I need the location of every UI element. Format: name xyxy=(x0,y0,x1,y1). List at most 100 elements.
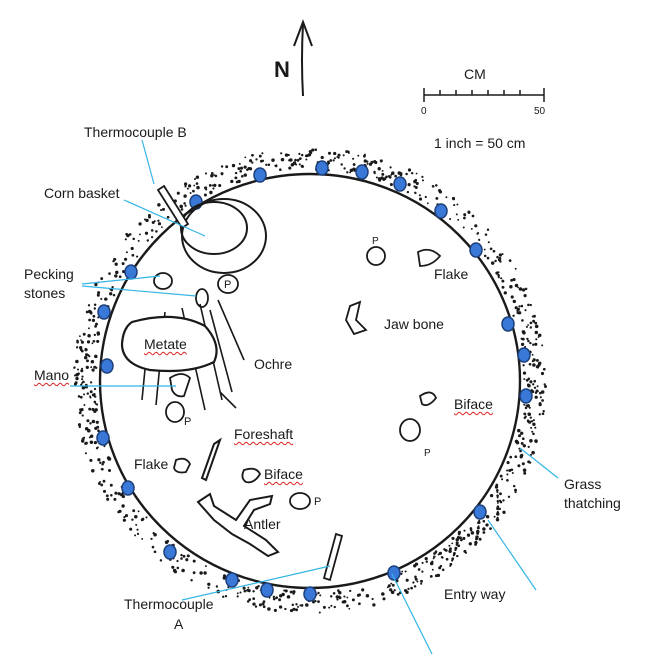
stipple-dot xyxy=(468,542,472,546)
stipple-dot xyxy=(529,380,533,384)
stipple-dot xyxy=(273,608,277,612)
stipple-dot xyxy=(81,414,84,417)
stipple-dot xyxy=(86,392,90,395)
stipple-dot xyxy=(487,241,490,244)
stipple-dot xyxy=(94,366,98,370)
stipple-dot xyxy=(327,160,330,164)
stipple-dot xyxy=(239,591,242,594)
stipple-dot xyxy=(94,354,98,359)
stipple-dot xyxy=(230,179,234,184)
stipple-dot xyxy=(314,148,318,151)
stipple-dot xyxy=(278,168,282,172)
stipple-dot xyxy=(532,314,536,318)
stipple-dot xyxy=(532,419,535,422)
stipple-dot xyxy=(349,589,352,593)
stipple-dot xyxy=(105,494,109,498)
stipple-dot xyxy=(520,441,524,445)
stipple-dot xyxy=(523,403,526,406)
stipple-dot xyxy=(94,325,97,328)
wall-post xyxy=(225,572,239,588)
stipple-dot xyxy=(211,184,214,187)
grass-thatching-stipple xyxy=(73,148,547,614)
stipple-dot xyxy=(537,336,540,338)
stipple-dot xyxy=(477,520,481,525)
stipple-dot xyxy=(407,182,411,187)
thermocouple-a-probe xyxy=(322,532,344,582)
wall-post xyxy=(124,264,138,280)
stipple-dot xyxy=(438,551,443,555)
stipple-dot xyxy=(79,346,83,350)
stipple-dot xyxy=(407,168,412,172)
wall-post xyxy=(97,304,111,320)
stipple-dot xyxy=(540,390,545,394)
stipple-dot xyxy=(522,444,526,448)
stipple-dot xyxy=(244,156,247,159)
stipple-dot xyxy=(335,595,339,599)
stipple-dot xyxy=(510,278,513,282)
north-label: N xyxy=(274,57,290,82)
stipple-dot xyxy=(150,235,154,239)
stipple-dot xyxy=(89,458,93,462)
stipple-dot xyxy=(424,556,428,561)
stipple-dot xyxy=(87,327,90,330)
stipple-dot xyxy=(532,343,535,346)
stipple-dot xyxy=(295,163,298,166)
stipple-dot xyxy=(410,171,414,175)
stipple-dot xyxy=(511,472,514,474)
stipple-dot xyxy=(531,450,535,455)
stipple-dot xyxy=(512,484,516,488)
stipple-dot xyxy=(93,307,97,310)
stipple-dot xyxy=(96,425,100,429)
stipple-dot xyxy=(302,165,305,168)
stipple-dot xyxy=(534,324,539,329)
stipple-dot xyxy=(506,478,509,482)
stipple-dot xyxy=(527,412,532,417)
stipple-dot xyxy=(407,587,410,591)
stipple-dot xyxy=(452,197,456,201)
stipple-dot xyxy=(81,386,86,390)
stipple-dot xyxy=(131,253,135,257)
stipple-dot xyxy=(332,592,336,595)
stipple-dot xyxy=(204,565,207,568)
stipple-dot xyxy=(338,590,342,595)
stipple-dot xyxy=(106,497,110,501)
stipple-dot xyxy=(295,603,298,606)
stipple-dot xyxy=(93,393,96,396)
stipple-dot xyxy=(514,283,519,288)
stipple-dot xyxy=(463,216,466,220)
stipple-dot xyxy=(526,404,530,408)
stipple-dot xyxy=(107,457,112,461)
stipple-dot xyxy=(272,597,276,601)
stipple-dot xyxy=(389,166,392,169)
stipple-dot xyxy=(284,607,287,611)
stipple-dot xyxy=(243,173,247,177)
stipple-dot xyxy=(91,368,95,372)
stipple-dot xyxy=(179,204,183,209)
stipple-dot xyxy=(534,330,539,335)
stipple-dot xyxy=(322,605,326,609)
stipple-dot xyxy=(317,600,320,603)
stipple-dot xyxy=(528,362,532,366)
stipple-dot xyxy=(297,605,299,608)
stipple-dot xyxy=(122,518,126,522)
scale-start: 0 xyxy=(421,106,427,117)
stipple-dot xyxy=(183,202,186,205)
stipple-dot xyxy=(497,271,500,274)
stipple-dot xyxy=(464,551,468,554)
stipple-dot xyxy=(319,594,322,597)
stipple-dot xyxy=(247,586,250,589)
stipple-dot xyxy=(275,596,278,600)
stipple-dot xyxy=(528,406,531,409)
stipple-dot xyxy=(351,598,355,602)
stipple-dot xyxy=(499,500,503,504)
stipple-dot xyxy=(199,571,203,575)
stipple-dot xyxy=(489,247,493,251)
stipple-dot xyxy=(477,231,480,235)
stipple-dot xyxy=(81,437,85,441)
stipple-dot xyxy=(78,411,82,415)
stipple-dot xyxy=(176,559,179,563)
stipple-dot xyxy=(478,537,482,541)
stipple-dot xyxy=(490,261,495,265)
stipple-dot xyxy=(240,174,244,178)
stipple-dot xyxy=(254,605,258,608)
